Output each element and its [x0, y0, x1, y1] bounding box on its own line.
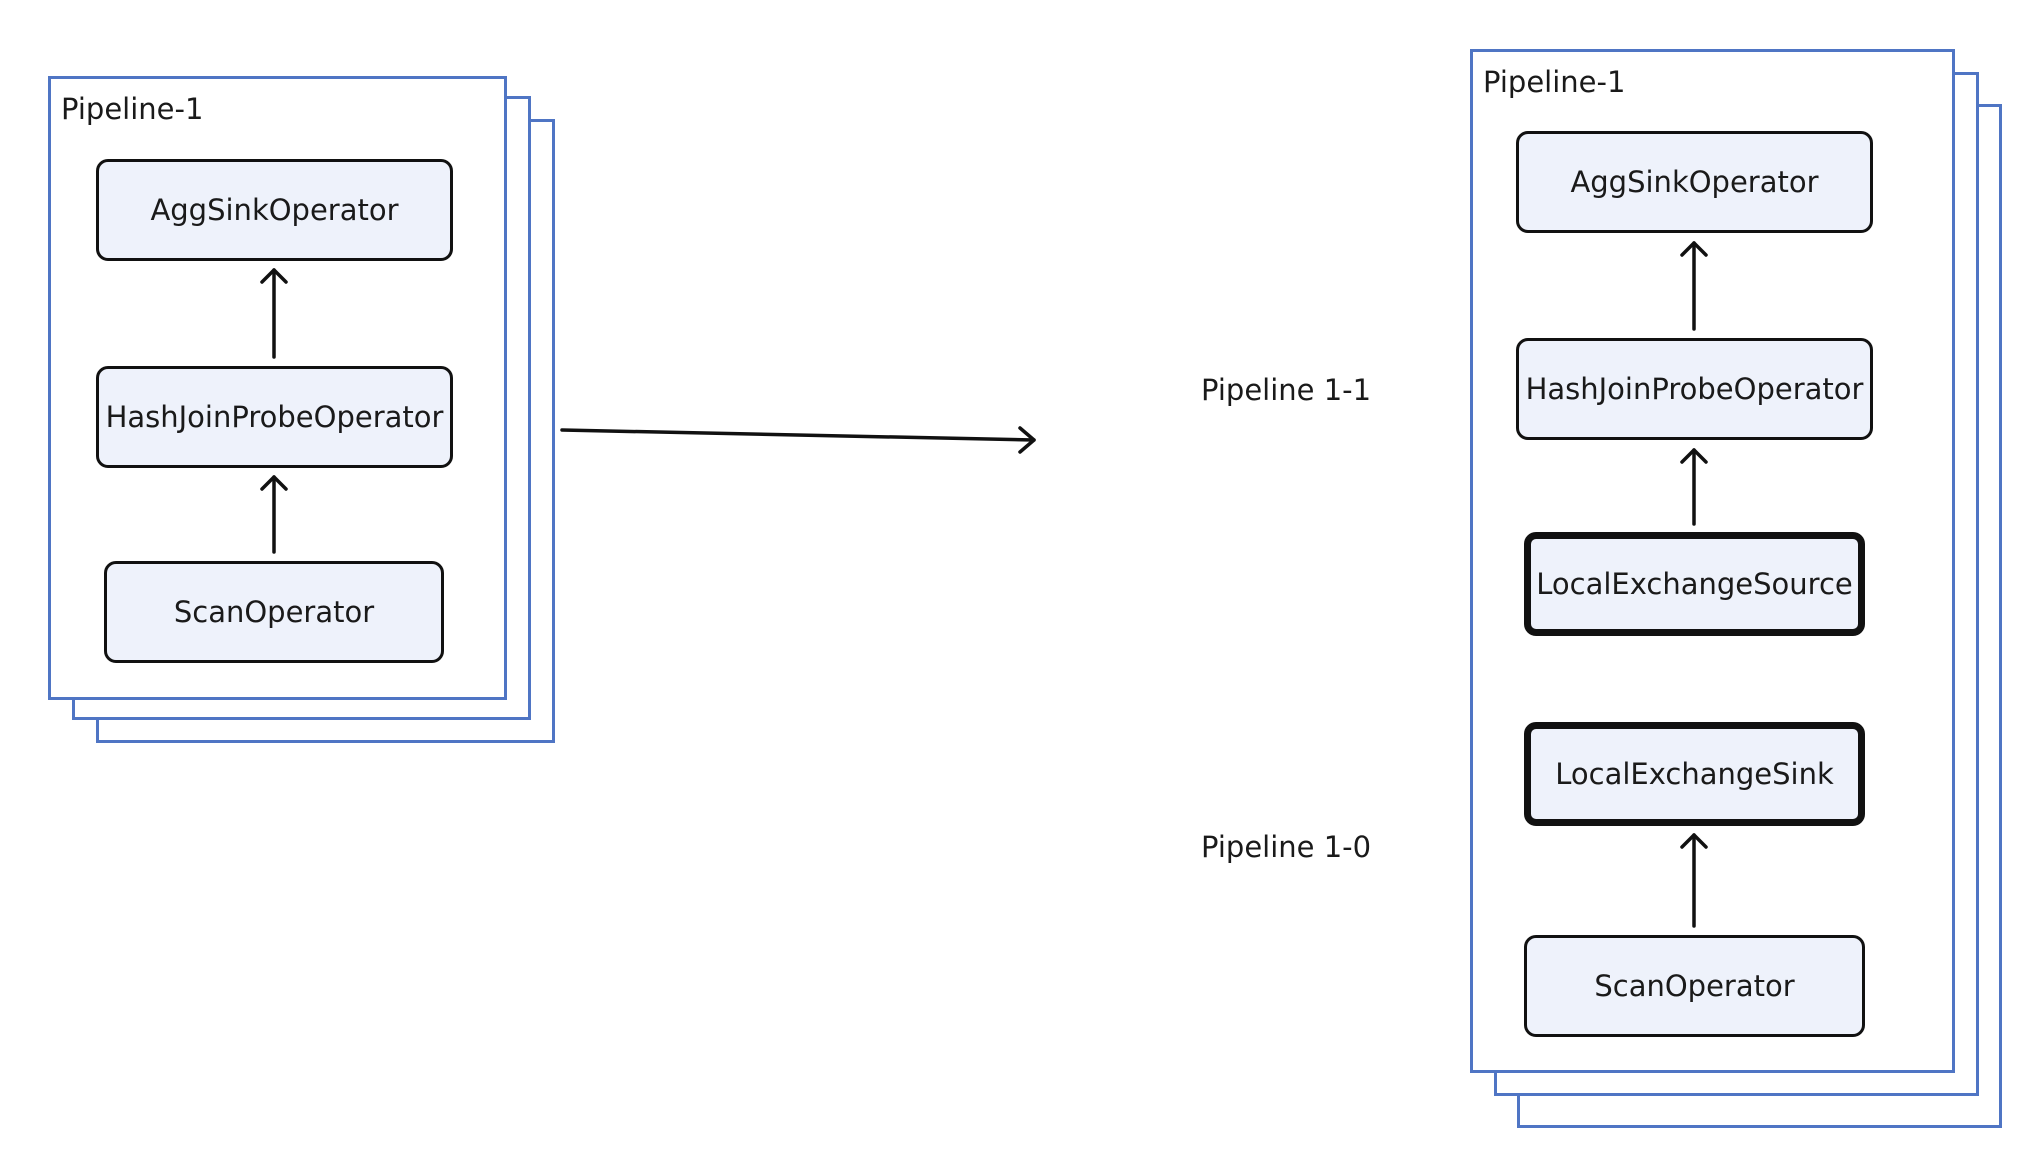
right-scan-operator: ScanOperator: [1524, 935, 1865, 1037]
left-pipeline-title: Pipeline-1: [61, 92, 204, 126]
right-hash-join-probe-operator: HashJoinProbeOperator: [1516, 338, 1873, 440]
right-pipeline-title: Pipeline-1: [1483, 65, 1626, 99]
pipeline-1-0-label: Pipeline 1-0: [1201, 830, 1372, 864]
local-exchange-sink-operator: LocalExchangeSink: [1524, 722, 1865, 826]
left-agg-sink-operator: AggSinkOperator: [96, 159, 453, 261]
left-hash-join-probe-operator: HashJoinProbeOperator: [96, 366, 453, 468]
transform-arrow: [560, 426, 1036, 454]
left-scan-operator: ScanOperator: [104, 561, 444, 663]
pipeline-1-1-label: Pipeline 1-1: [1201, 373, 1372, 407]
right-agg-sink-operator: AggSinkOperator: [1516, 131, 1873, 233]
local-exchange-source-operator: LocalExchangeSource: [1524, 532, 1865, 636]
